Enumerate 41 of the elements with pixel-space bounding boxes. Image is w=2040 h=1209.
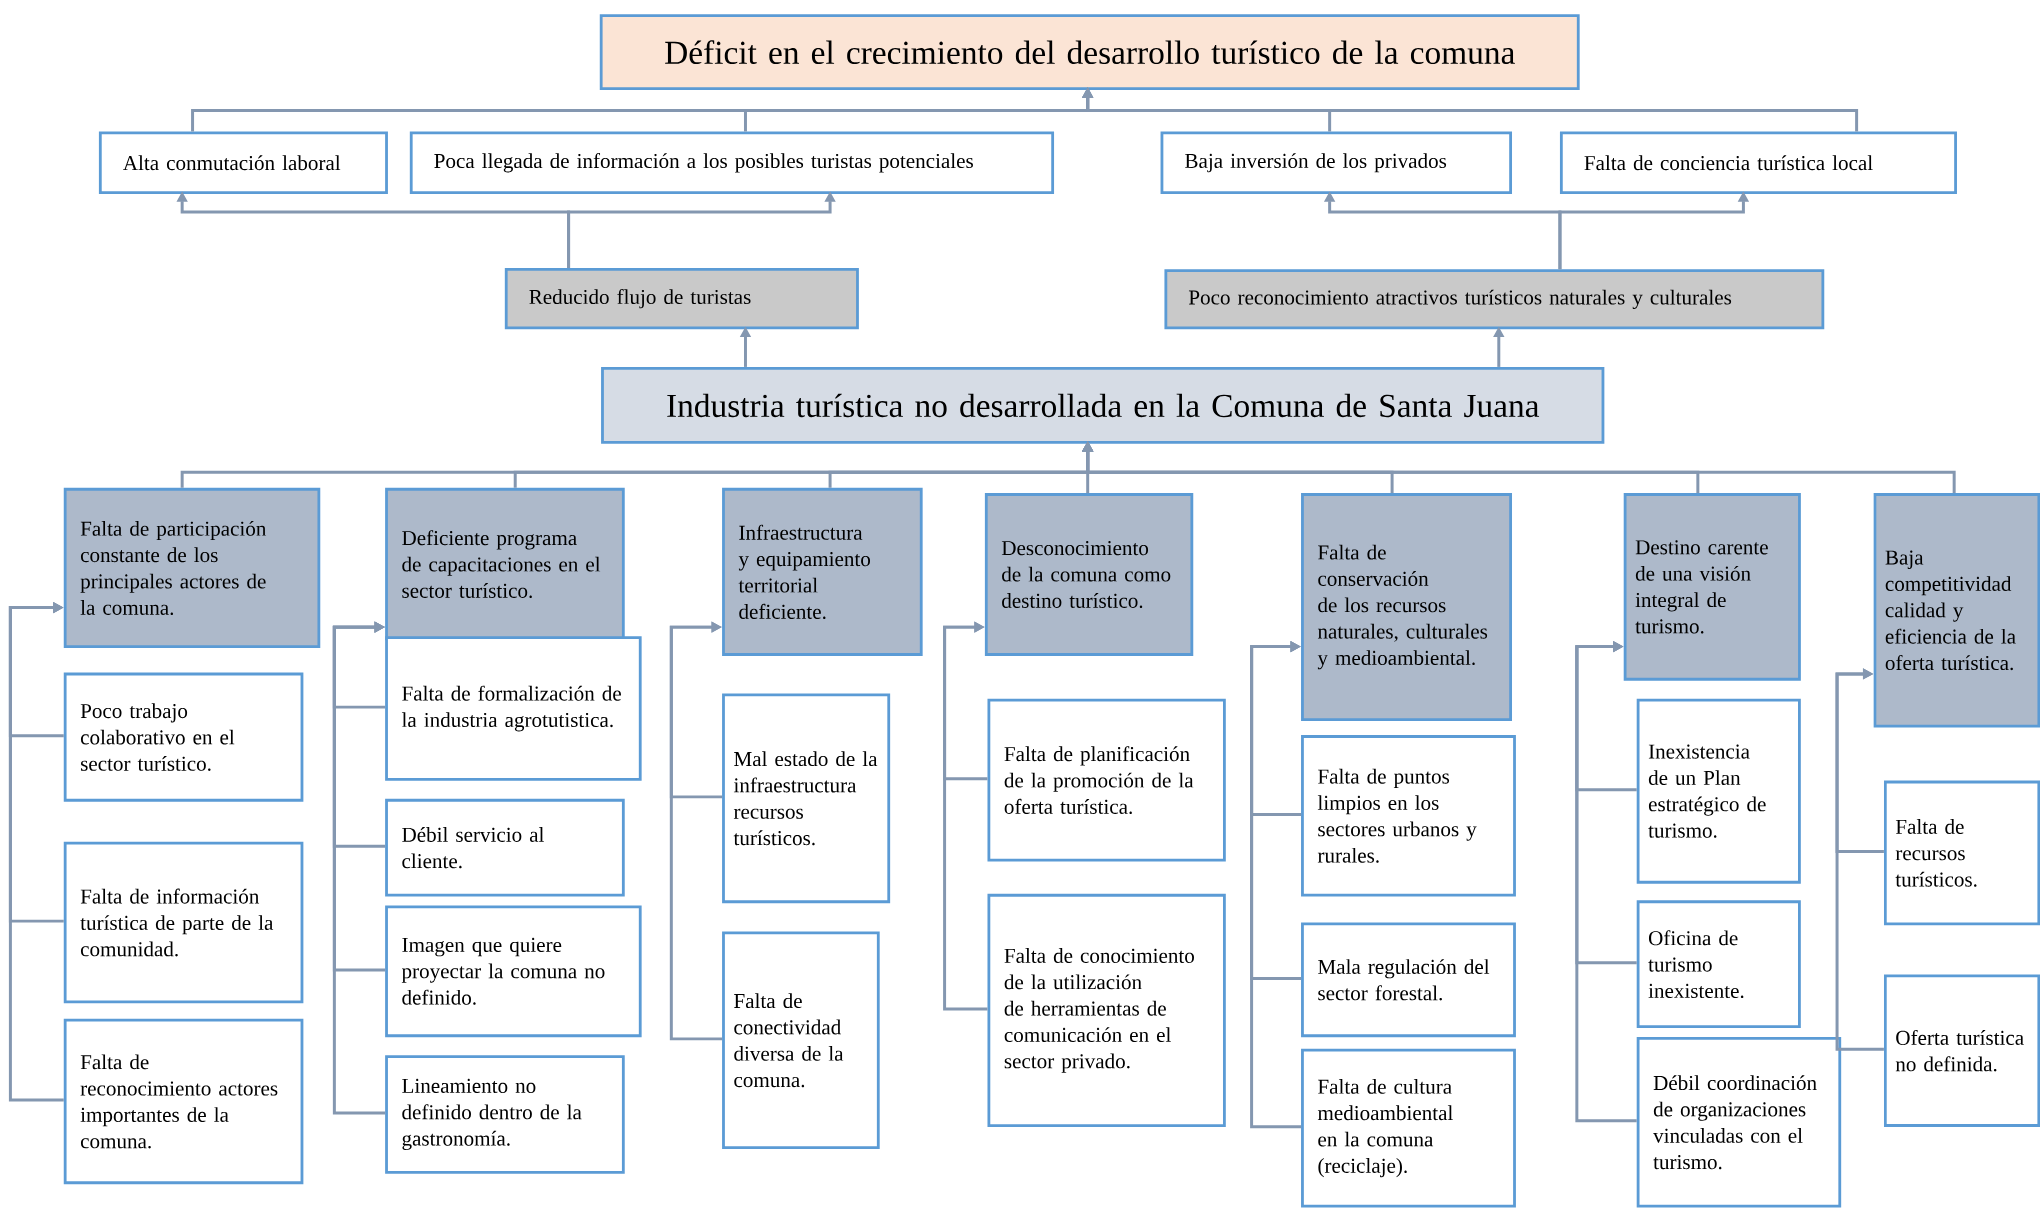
subcause-box: Débil coordinación de organizaciones vinculadas con el turismo.: [1636, 1037, 1842, 1208]
subcause-box: Falta de conectividad diversa de la comuna.: [722, 931, 880, 1150]
effect-box: Poco reconocimiento atractivos turísticos naturales y culturales: [1164, 269, 1825, 330]
subcause-box: Lineamiento no definido dentro de la gastronomía.: [385, 1055, 625, 1174]
cause-box: Baja competitividad calidad y eficiencia de la oferta turística.: [1873, 493, 2040, 728]
arrow: [1835, 668, 1884, 1051]
cause-box: Falta de participación constante de los principales actores de la comuna.: [63, 488, 321, 649]
arrow: [1575, 641, 1637, 1123]
effect-box: Baja inversión de los privados: [1160, 131, 1512, 195]
subcause-box: Poco trabajo colaborativo en el sector turístico.: [63, 672, 304, 802]
cause-box: Destino carente de una visión integral de turismo.: [1623, 493, 1801, 681]
arrow: [669, 621, 723, 1041]
problem-box: Déficit en el crecimiento del desarrollo turístico de la comuna: [599, 14, 1580, 91]
subcause-box: Imagen que quiere proyectar la comuna no definido.: [385, 905, 642, 1038]
subcause-box: Falta de puntos limpios en los sectores urbanos y rurales.: [1301, 735, 1516, 897]
arrow: [8, 602, 64, 1102]
effect-box: Falta de conciencia turística local: [1559, 131, 1957, 195]
subcause-box: Falta de recursos turísticos.: [1883, 780, 2040, 926]
subcause-box: Falta de cultura medioambiental en la comuna (reciclaje).: [1301, 1048, 1516, 1208]
subcause-box: Inexistencia de un Plan estratégico de turismo.: [1636, 698, 1801, 884]
subcause-box: Falta de información turística de parte de la comunidad.: [63, 841, 304, 1004]
subcause-box: Falta de planificación de la promoción de la oferta turística.: [987, 698, 1226, 862]
cause-box: Deficiente programa de capacitaciones en el sector turístico.: [385, 488, 625, 641]
cause-box: Infraestructura y equipamiento territorial deficiente.: [722, 488, 923, 657]
cause-box: Falta de conservación de los recursos naturales, culturales y medioambiental.: [1301, 493, 1512, 722]
effect-box: Alta conmutación laboral: [98, 131, 388, 195]
arrow: [943, 621, 988, 1011]
subcause-box: Mal estado de la infraestructura recursos turísticos.: [722, 693, 891, 904]
subcause-box: Oferta turística no definida.: [1883, 974, 2040, 1128]
arrow: [1250, 641, 1302, 1129]
subcause-box: Falta de formalización de la industria agrotutistica.: [385, 636, 642, 781]
subcause-box: Débil servicio al cliente.: [385, 799, 625, 897]
subcause-box: Falta de conocimiento de la utilización de herramientas de comunicación en el sector privado.: [987, 894, 1226, 1128]
effect-box: Poca llegada de información a los posibles turistas potenciales: [409, 131, 1055, 195]
arrow: [332, 621, 386, 1115]
subcause-box: Falta de reconocimiento actores importantes de la comuna.: [63, 1018, 304, 1185]
cause-box: Desconocimiento de la comuna como destino turístico.: [984, 493, 1194, 657]
subcause-box: Mala regulación del sector forestal.: [1301, 922, 1516, 1038]
subcause-box: Oficina de turismo inexistente.: [1636, 900, 1801, 1029]
effect-box: Reducido flujo de turistas: [504, 268, 859, 330]
problem-box: Industria turística no desarrollada en la Comuna de Santa Juana: [601, 367, 1605, 445]
